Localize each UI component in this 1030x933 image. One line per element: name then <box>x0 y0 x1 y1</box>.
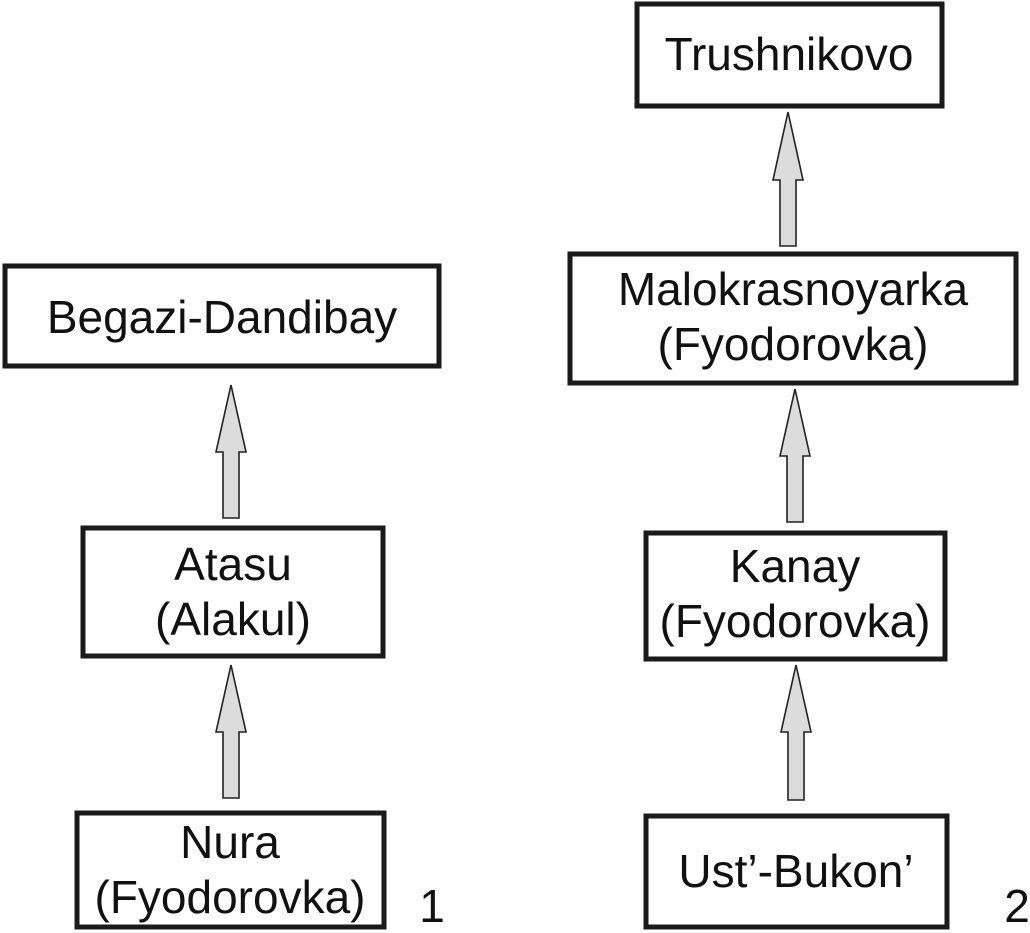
arrow-up-icon <box>215 384 247 519</box>
arrow-up-icon <box>215 664 247 799</box>
sequence-1: Begazi-Dandibay Atasu (Alakul) Nura (Fyo… <box>2 263 445 932</box>
node-label: Atasu <box>174 538 292 590</box>
arrow-up-icon <box>780 664 812 801</box>
sequence-2: Trushnikovo Malokrasnoyarka (Fyodorovka)… <box>567 1 1030 932</box>
node-malokrasnoyarka: Malokrasnoyarka (Fyodorovka) <box>567 251 1019 386</box>
node-sublabel: (Fyodorovka) <box>658 318 929 370</box>
node-begazi-dandibay: Begazi-Dandibay <box>2 263 442 369</box>
node-label: Trushnikovo <box>665 28 914 80</box>
node-label: Malokrasnoyarka <box>618 263 969 315</box>
arrow-up-icon <box>772 111 804 247</box>
node-label: Begazi-Dandibay <box>47 291 397 343</box>
sequence-number: 2 <box>1004 880 1030 932</box>
node-sublabel: (Alakul) <box>155 593 311 645</box>
node-nura: Nura (Fyodorovka) <box>74 810 387 930</box>
node-trushnikovo: Trushnikovo <box>634 1 945 109</box>
node-ust-bukon: Ust’-Bukon’ <box>643 813 950 930</box>
node-atasu: Atasu (Alakul) <box>80 525 386 659</box>
node-sublabel: (Fyodorovka) <box>660 595 931 647</box>
node-kanay: Kanay (Fyodorovka) <box>643 530 948 662</box>
node-label: Kanay <box>730 540 860 592</box>
node-label: Nura <box>180 816 280 868</box>
sequence-number: 1 <box>419 880 445 932</box>
arrow-up-icon <box>779 388 811 523</box>
node-sublabel: (Fyodorovka) <box>95 871 366 923</box>
node-label: Ust’-Bukon’ <box>678 845 913 897</box>
